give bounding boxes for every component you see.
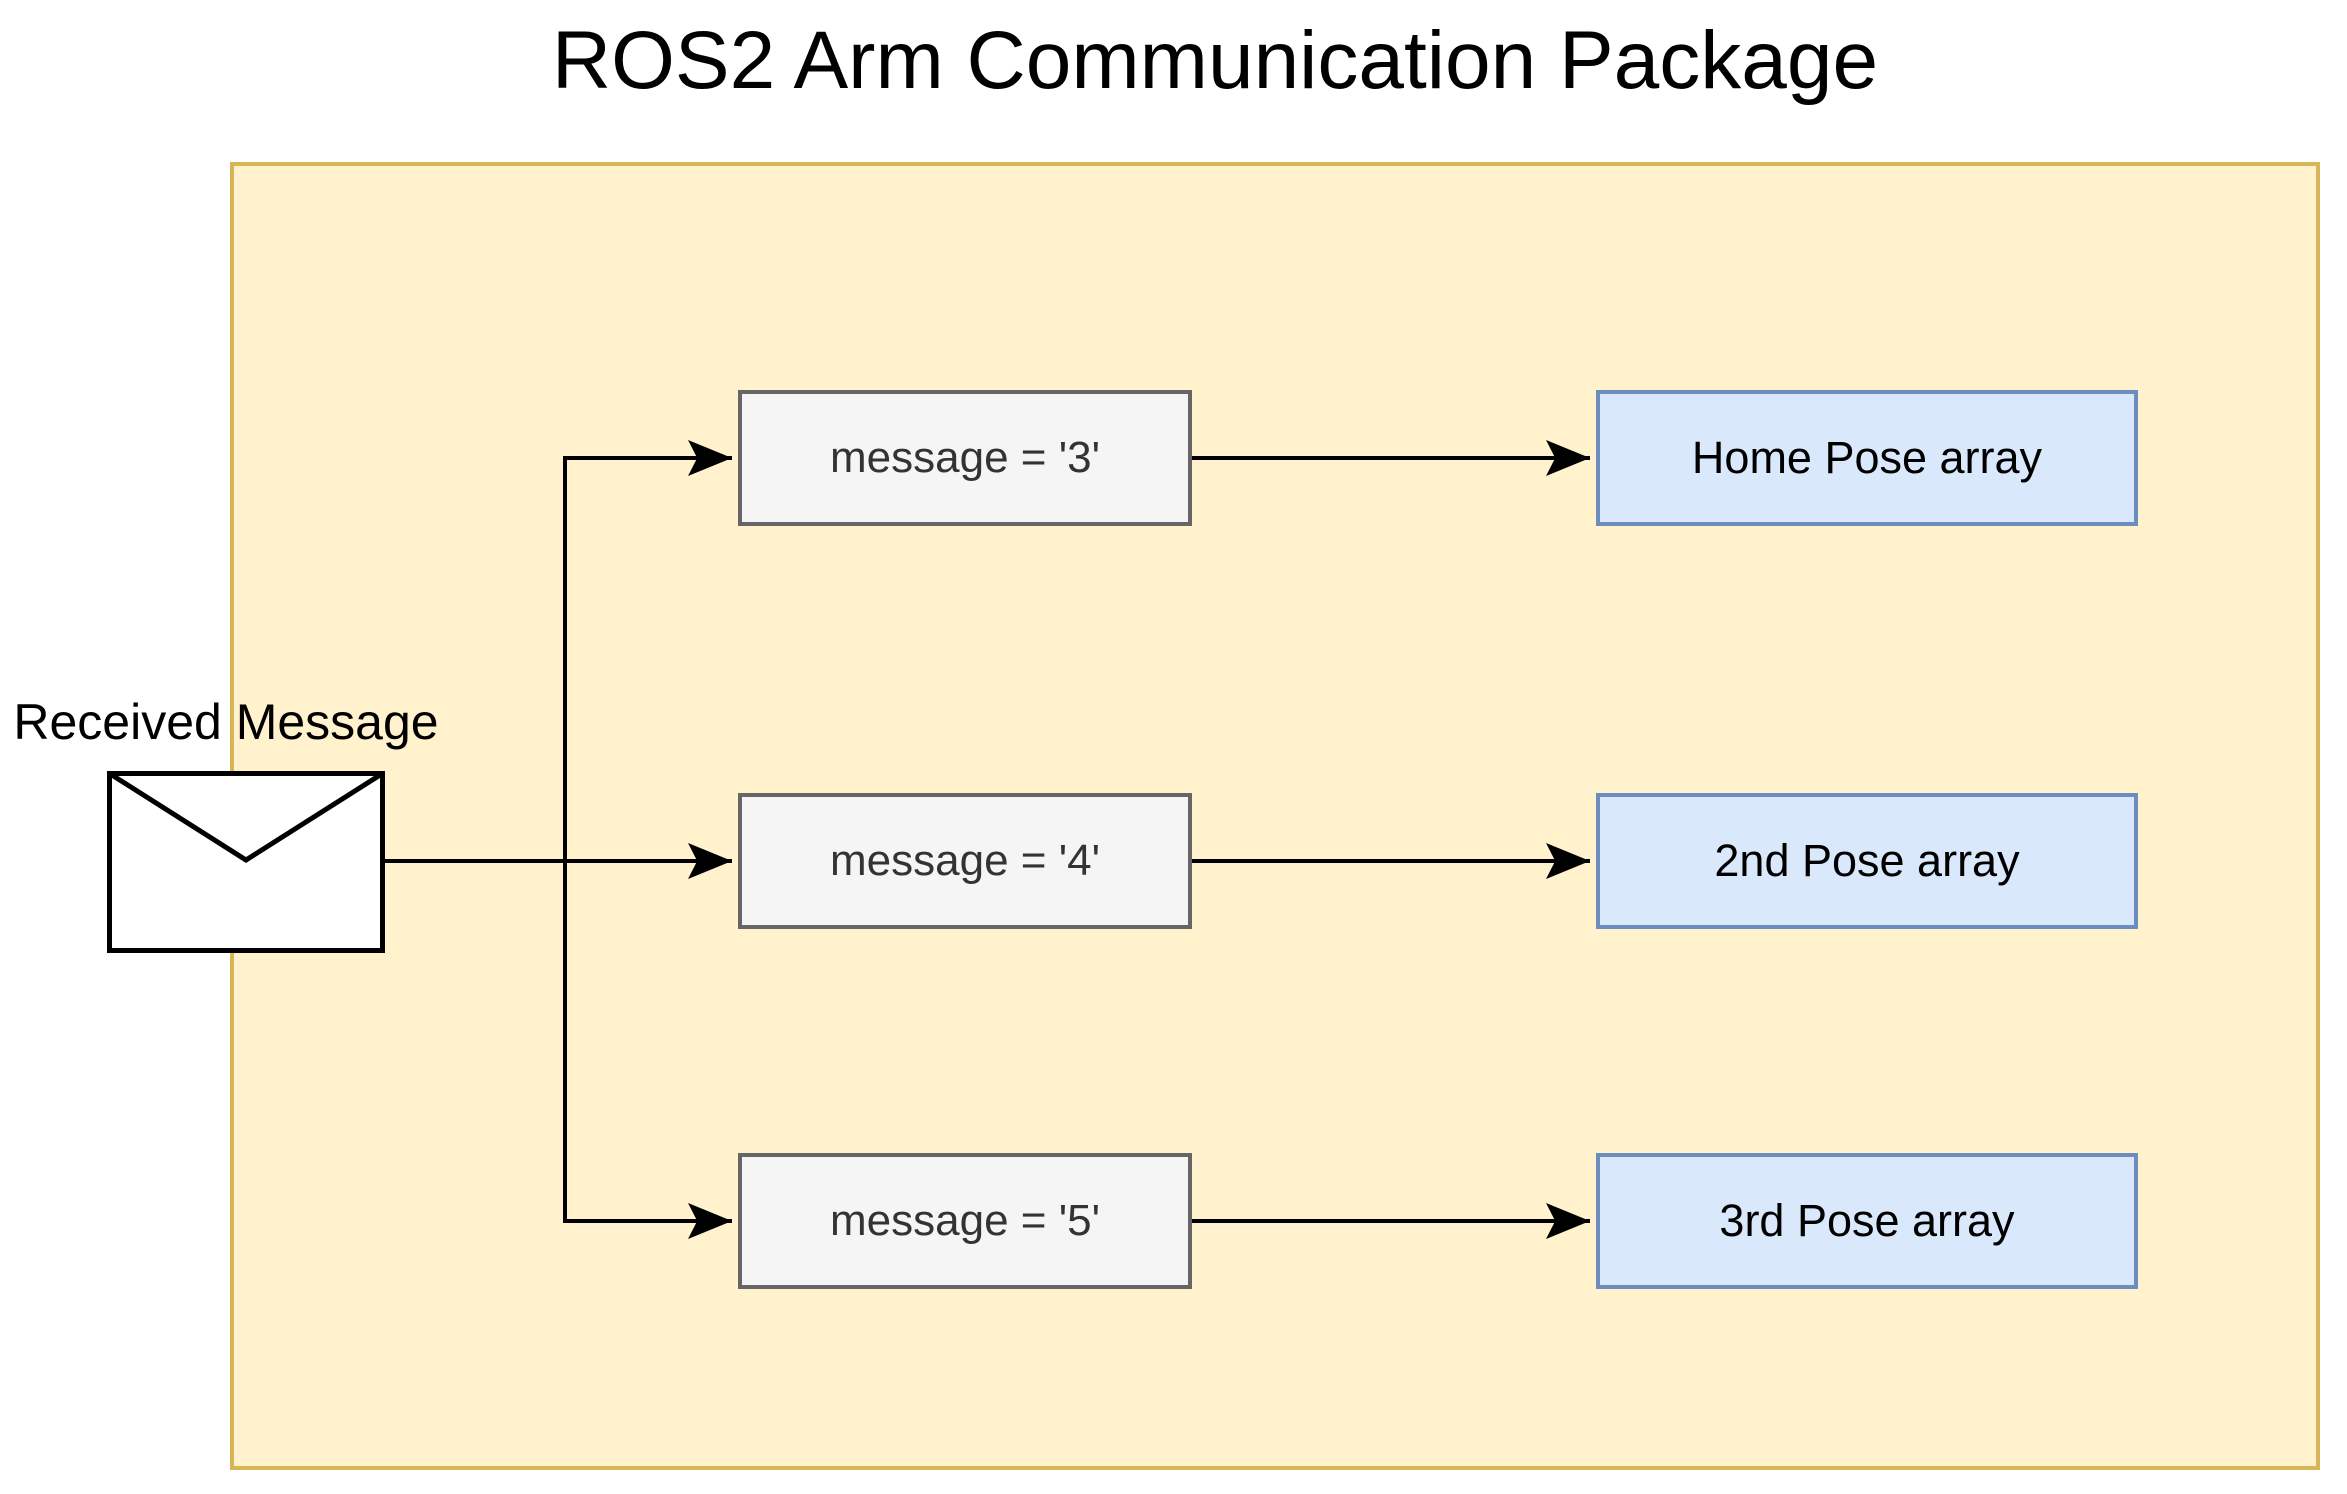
condition-label: message = '4' bbox=[830, 836, 1100, 885]
condition-label: message = '5' bbox=[830, 1196, 1100, 1245]
condition-box-message-3: message = '3' bbox=[738, 390, 1192, 526]
diagram-title: ROS2 Arm Communication Package bbox=[551, 15, 1879, 106]
condition-box-message-4: message = '4' bbox=[738, 793, 1192, 929]
envelope-icon bbox=[107, 771, 385, 953]
pose-array-box-2nd: 2nd Pose array bbox=[1596, 793, 2138, 929]
pose-array-box-home: Home Pose array bbox=[1596, 390, 2138, 526]
arrow-branch-to-condition-3 bbox=[563, 440, 732, 861]
condition-box-message-5: message = '5' bbox=[738, 1153, 1192, 1289]
pose-array-box-3rd: 3rd Pose array bbox=[1596, 1153, 2138, 1289]
received-message-label: Received Message bbox=[13, 694, 439, 750]
target-label: 3rd Pose array bbox=[1719, 1195, 2015, 1246]
condition-label: message = '3' bbox=[830, 433, 1100, 482]
target-label: 2nd Pose array bbox=[1714, 835, 2020, 886]
arrow-branch-to-condition-5 bbox=[563, 861, 732, 1239]
target-label: Home Pose array bbox=[1691, 432, 2043, 483]
